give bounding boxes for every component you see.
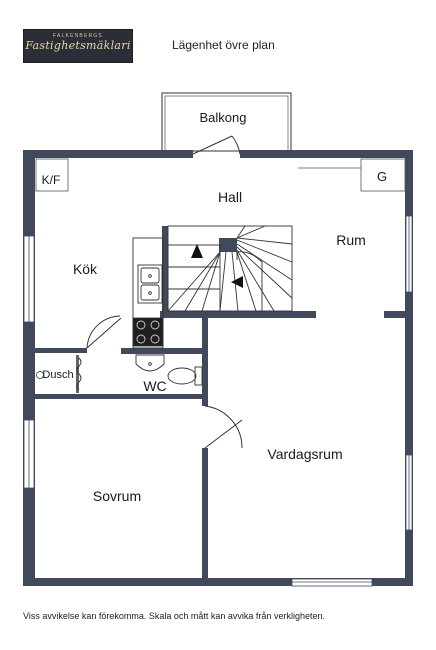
kf-box bbox=[35, 158, 69, 192]
disclaimer: Viss avvikelse kan förekomma. Skala och … bbox=[23, 611, 325, 621]
page-title: Lägenhet övre plan bbox=[172, 38, 275, 52]
stair-arrow-left-icon bbox=[231, 276, 243, 288]
stair-arrow-up-icon bbox=[191, 244, 203, 258]
label-balkong: Balkong bbox=[200, 110, 247, 125]
label-dusch: Dusch bbox=[42, 369, 73, 381]
label-wc: WC bbox=[143, 378, 166, 394]
logo-script-text: Fastighetsmäklari bbox=[25, 39, 131, 52]
label-kf: K/F bbox=[42, 173, 61, 187]
label-rum: Rum bbox=[336, 232, 366, 248]
label-hall: Hall bbox=[218, 189, 242, 205]
windows bbox=[23, 215, 413, 587]
label-kok: Kök bbox=[73, 261, 98, 277]
balcony-door bbox=[192, 135, 241, 155]
wc-fixtures bbox=[135, 354, 203, 386]
shower-curtain bbox=[76, 357, 82, 391]
kitchen-counter bbox=[132, 237, 164, 349]
bedroom-door bbox=[204, 405, 243, 449]
label-vardagsrum: Vardagsrum bbox=[267, 446, 342, 462]
balcony bbox=[161, 92, 292, 152]
label-g: G bbox=[377, 169, 387, 184]
company-logo: FALKENBERGS Fastighetsmäklari bbox=[23, 29, 133, 63]
kitchen-door bbox=[86, 315, 122, 349]
logo-top-text: FALKENBERGS bbox=[53, 33, 103, 39]
walls bbox=[23, 150, 413, 586]
g-box bbox=[360, 158, 406, 192]
shower-drain-icon bbox=[36, 371, 44, 379]
label-sovrum: Sovrum bbox=[93, 488, 141, 504]
